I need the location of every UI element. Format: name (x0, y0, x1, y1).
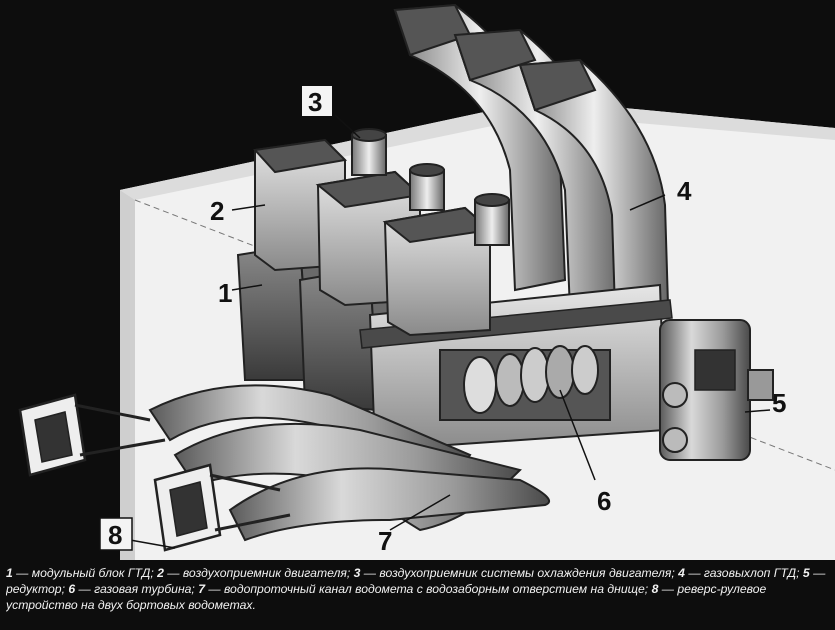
cooling-air-intakes (351, 128, 510, 246)
caption-text: — газовыхлоп ГТД; (684, 566, 803, 580)
exhaust-ducts (393, 3, 670, 312)
caption-text: — водопроточный канал водомета с водозаб… (205, 582, 652, 596)
label-6: 6 (597, 486, 611, 516)
caption-number: 2 (157, 566, 164, 580)
label-3-box (302, 86, 332, 116)
engine-air-intakes (252, 138, 493, 337)
reduction-gear (659, 319, 774, 461)
gas-turbine (463, 345, 599, 414)
engine-module-3-with-turbine (359, 283, 673, 452)
caption-text: — модульный блок ГТД; (12, 566, 158, 580)
water-jet-channels (148, 384, 551, 542)
label-3: 3 (308, 87, 322, 117)
diagram-labels: 1 2 3 4 5 6 7 8 (99, 86, 786, 556)
figure-caption: 1 — модульный блок ГТД; 2 — воздухоприем… (6, 565, 831, 627)
caption-number: 6 (68, 582, 76, 596)
caption-number: 1 (6, 566, 13, 580)
label-8-box (99, 517, 133, 551)
leader-lines (129, 114, 771, 549)
label-8: 8 (108, 520, 122, 550)
caption-number: 8 (651, 582, 659, 596)
caption-number: 7 (198, 582, 205, 596)
caption-text: — редуктор; (6, 566, 826, 596)
caption-text: — воздухоприемник системы охлаждения дви… (360, 566, 679, 580)
caption-number: 5 (802, 566, 810, 580)
label-2: 2 (210, 196, 224, 226)
caption-number: 4 (678, 566, 685, 580)
reverse-steering-devices (18, 393, 291, 552)
caption-text: — газовая турбина; (75, 582, 199, 596)
caption-number: 3 (353, 566, 361, 580)
label-1: 1 (218, 278, 232, 308)
caption-text: — воздухоприемник двигателя; (163, 566, 354, 580)
label-4: 4 (677, 176, 692, 206)
caption-text: — реверс-рулевое устройство на двух борт… (6, 582, 767, 612)
label-5: 5 (772, 388, 786, 418)
label-7: 7 (378, 526, 392, 556)
